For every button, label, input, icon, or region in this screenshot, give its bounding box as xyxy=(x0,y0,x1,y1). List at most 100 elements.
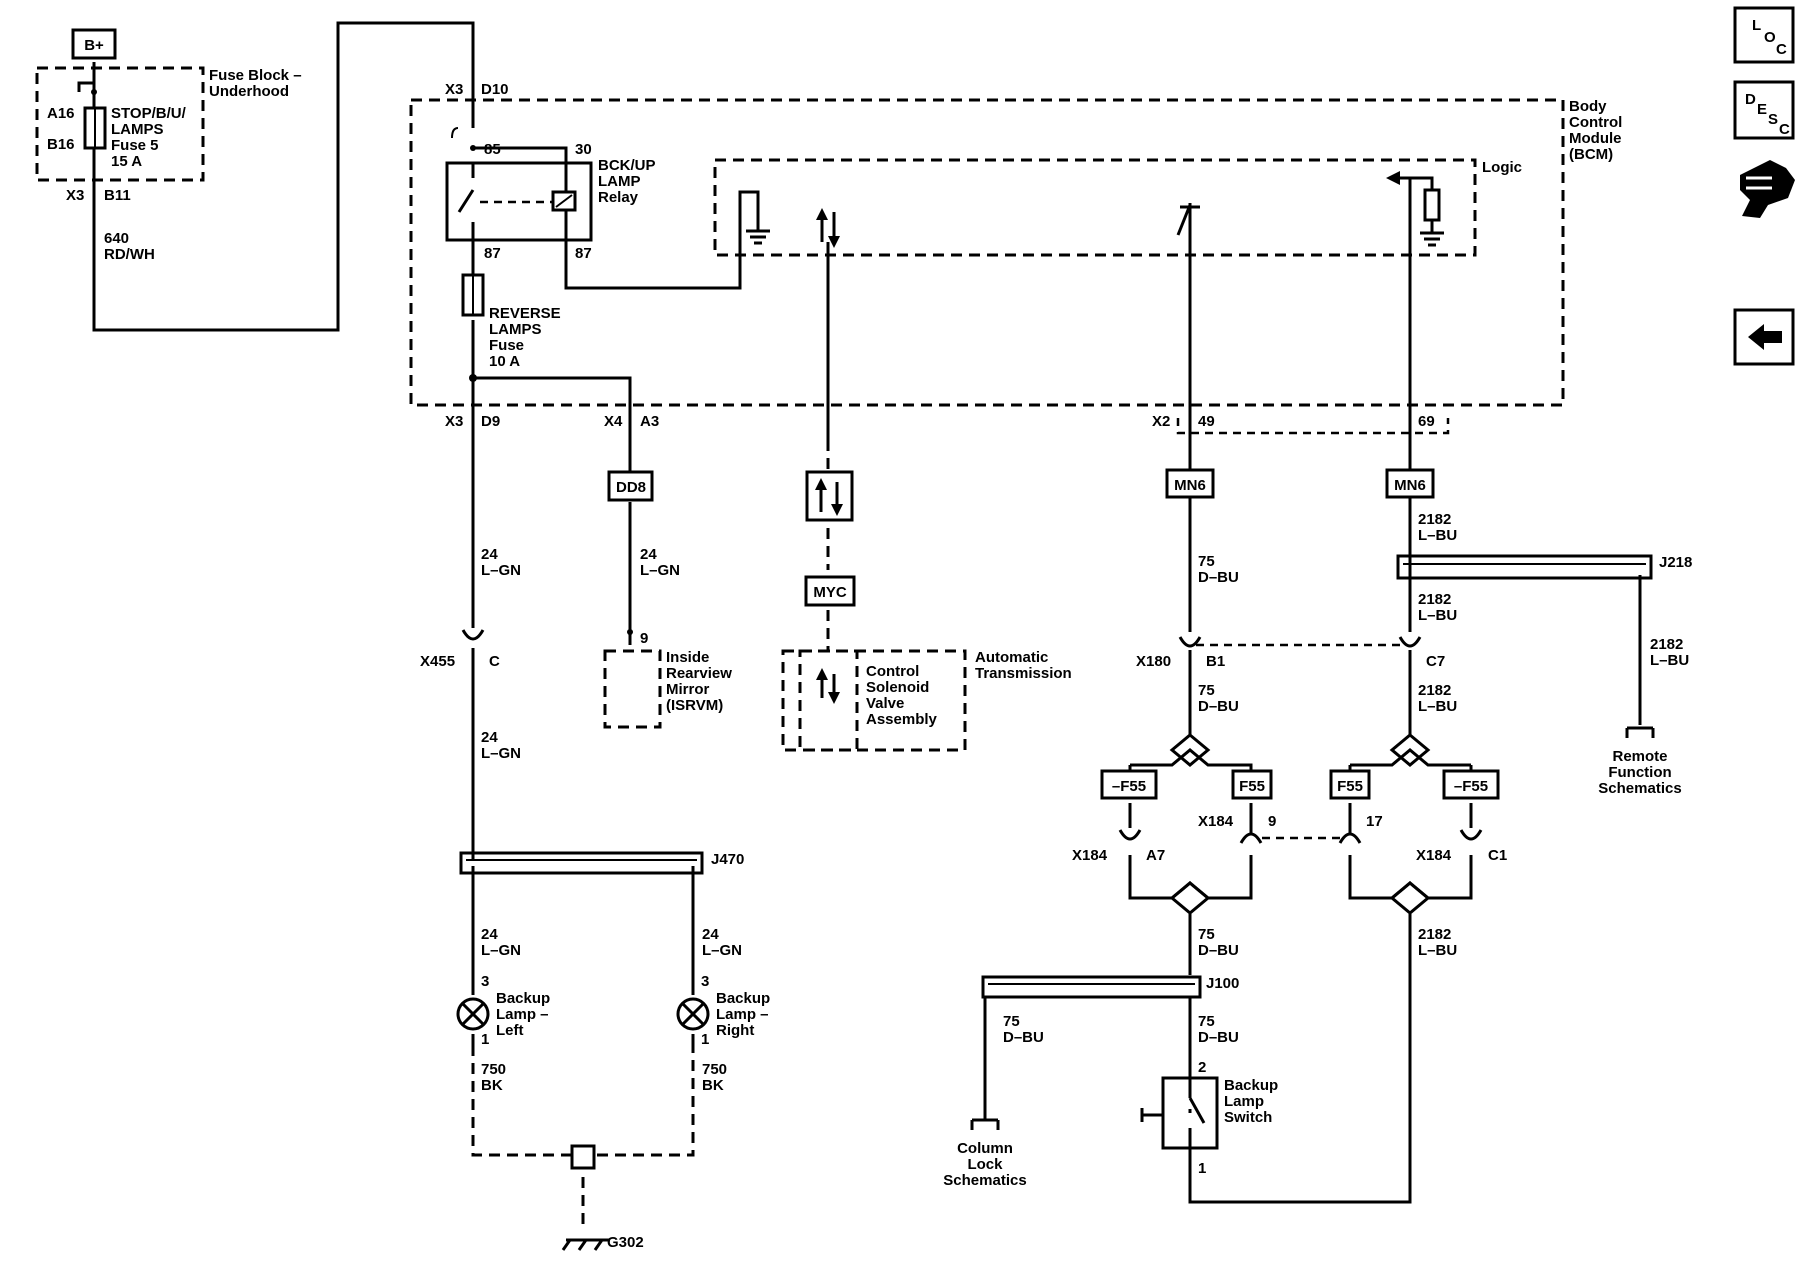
svg-text:24L–GN: 24L–GN xyxy=(640,546,680,579)
battery-positive-terminal: B+ xyxy=(71,28,117,60)
svg-text:75D–BU: 75D–BU xyxy=(1198,553,1239,586)
svg-text:49: 49 xyxy=(1198,413,1215,430)
wires xyxy=(77,21,1642,1204)
svg-text:1: 1 xyxy=(481,1031,489,1048)
svg-text:DD8: DD8 xyxy=(616,479,646,496)
solenoid-arrow-symbol xyxy=(816,668,840,704)
svg-text:24L–GN: 24L–GN xyxy=(481,729,521,762)
svg-text:G302: G302 xyxy=(607,1234,644,1251)
svg-text:X455: X455 xyxy=(420,653,455,670)
back-arrow-button[interactable] xyxy=(1733,308,1795,366)
svg-text:X184: X184 xyxy=(1416,847,1452,864)
inline-connectors: DD8 MYC MN6 MN6 xyxy=(607,468,1435,607)
svg-text:D: D xyxy=(1745,91,1756,108)
schematic-references xyxy=(970,726,1655,1130)
svg-text:30: 30 xyxy=(575,141,592,158)
svg-text:X3: X3 xyxy=(445,413,463,430)
svg-text:J470: J470 xyxy=(711,851,744,868)
svg-text:17: 17 xyxy=(1366,813,1383,830)
description-button[interactable]: D E S C xyxy=(1733,80,1795,140)
splice-diamonds xyxy=(1169,733,1431,915)
svg-text:B16: B16 xyxy=(47,136,75,153)
fuse-5-symbol xyxy=(83,89,107,150)
reverse-lamps-fuse xyxy=(461,273,485,382)
svg-text:85: 85 xyxy=(484,141,501,158)
svg-text:Logic: Logic xyxy=(1482,159,1522,176)
ground-g302 xyxy=(561,1144,610,1251)
connector-harness-icon[interactable] xyxy=(1740,160,1795,218)
svg-text:O: O xyxy=(1764,29,1776,46)
logic-symbols xyxy=(746,171,1444,248)
svg-text:J218: J218 xyxy=(1659,554,1692,571)
svg-text:X184: X184 xyxy=(1198,813,1234,830)
svg-text:3: 3 xyxy=(701,973,709,990)
svg-text:A16: A16 xyxy=(47,105,75,122)
svg-text:X4: X4 xyxy=(604,413,623,430)
svg-text:75D–BU: 75D–BU xyxy=(1198,1013,1239,1046)
svg-text:C7: C7 xyxy=(1426,653,1445,670)
svg-text:C1: C1 xyxy=(1488,847,1507,864)
svg-text:9: 9 xyxy=(640,630,648,647)
option-boxes: –F55 F55 F55 –F55 xyxy=(1100,769,1500,800)
svg-text:–F55: –F55 xyxy=(1112,778,1146,795)
svg-text:–F55: –F55 xyxy=(1454,778,1488,795)
svg-text:B1: B1 xyxy=(1206,653,1225,670)
svg-text:B11: B11 xyxy=(104,187,131,204)
svg-text:X2: X2 xyxy=(1152,413,1170,430)
svg-text:1: 1 xyxy=(1198,1160,1206,1177)
svg-text:E: E xyxy=(1757,101,1767,118)
svg-text:87: 87 xyxy=(575,245,592,262)
svg-text:S: S xyxy=(1768,111,1778,128)
svg-text:3: 3 xyxy=(481,973,489,990)
svg-text:A3: A3 xyxy=(640,413,659,430)
svg-text:87: 87 xyxy=(484,245,501,262)
svg-text:F55: F55 xyxy=(1337,778,1363,795)
svg-text:24L–GN: 24L–GN xyxy=(481,926,521,959)
svg-text:C: C xyxy=(489,653,500,670)
svg-text:J100: J100 xyxy=(1206,975,1239,992)
connector-cups xyxy=(461,629,1483,844)
svg-text:C: C xyxy=(1776,41,1787,58)
backup-lamp-right xyxy=(676,997,710,1031)
fuse-block-label: Fuse Block –Underhood xyxy=(209,67,302,100)
svg-text:X184: X184 xyxy=(1072,847,1108,864)
backup-lamp-relay xyxy=(445,145,593,242)
dashed-boundaries xyxy=(35,66,1565,1230)
location-button[interactable]: L O C xyxy=(1733,6,1795,64)
svg-text:9: 9 xyxy=(1268,813,1276,830)
svg-text:1: 1 xyxy=(701,1031,709,1048)
svg-text:X180: X180 xyxy=(1136,653,1171,670)
splice-bars xyxy=(459,554,1653,999)
svg-text:69: 69 xyxy=(1418,413,1435,430)
svg-text:A7: A7 xyxy=(1146,847,1165,864)
svg-text:L: L xyxy=(1752,17,1761,34)
svg-text:D10: D10 xyxy=(481,81,509,98)
svg-text:MYC: MYC xyxy=(813,584,847,601)
svg-text:D9: D9 xyxy=(481,413,500,430)
svg-text:75D–BU: 75D–BU xyxy=(1003,1013,1044,1046)
labels: Fuse Block –Underhood A16 B16 STOP/B/U/L… xyxy=(47,67,1692,1251)
back-arrow-icon xyxy=(1748,324,1782,350)
svg-text:B+: B+ xyxy=(84,37,104,54)
svg-text:MN6: MN6 xyxy=(1394,477,1426,494)
